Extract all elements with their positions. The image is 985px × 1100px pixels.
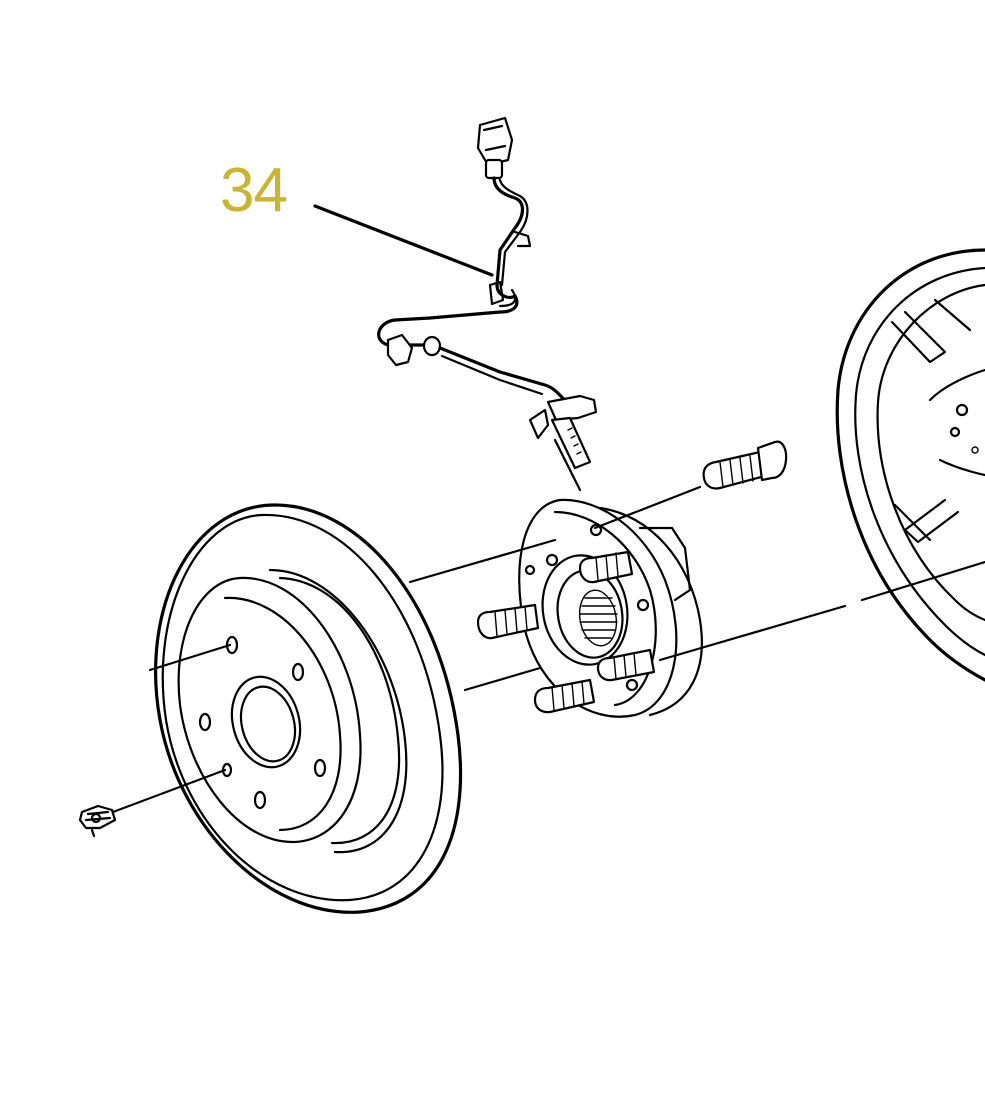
hub-bearing-assembly	[476, 498, 703, 718]
callout-34-leader-line	[313, 204, 494, 277]
brake-rotor	[154, 503, 463, 914]
wheel-stud-4	[533, 678, 596, 714]
wheel-stud-1	[476, 603, 540, 640]
wheel-stud-3	[596, 648, 656, 682]
replacement-wheel-stud	[702, 440, 788, 490]
callout-number-34: 34	[220, 156, 288, 225]
rotor-retaining-screw	[78, 804, 117, 838]
wheel-stud-2	[578, 550, 634, 584]
wheel-speed-sensor-harness	[377, 116, 598, 470]
backing-plate	[835, 248, 985, 682]
